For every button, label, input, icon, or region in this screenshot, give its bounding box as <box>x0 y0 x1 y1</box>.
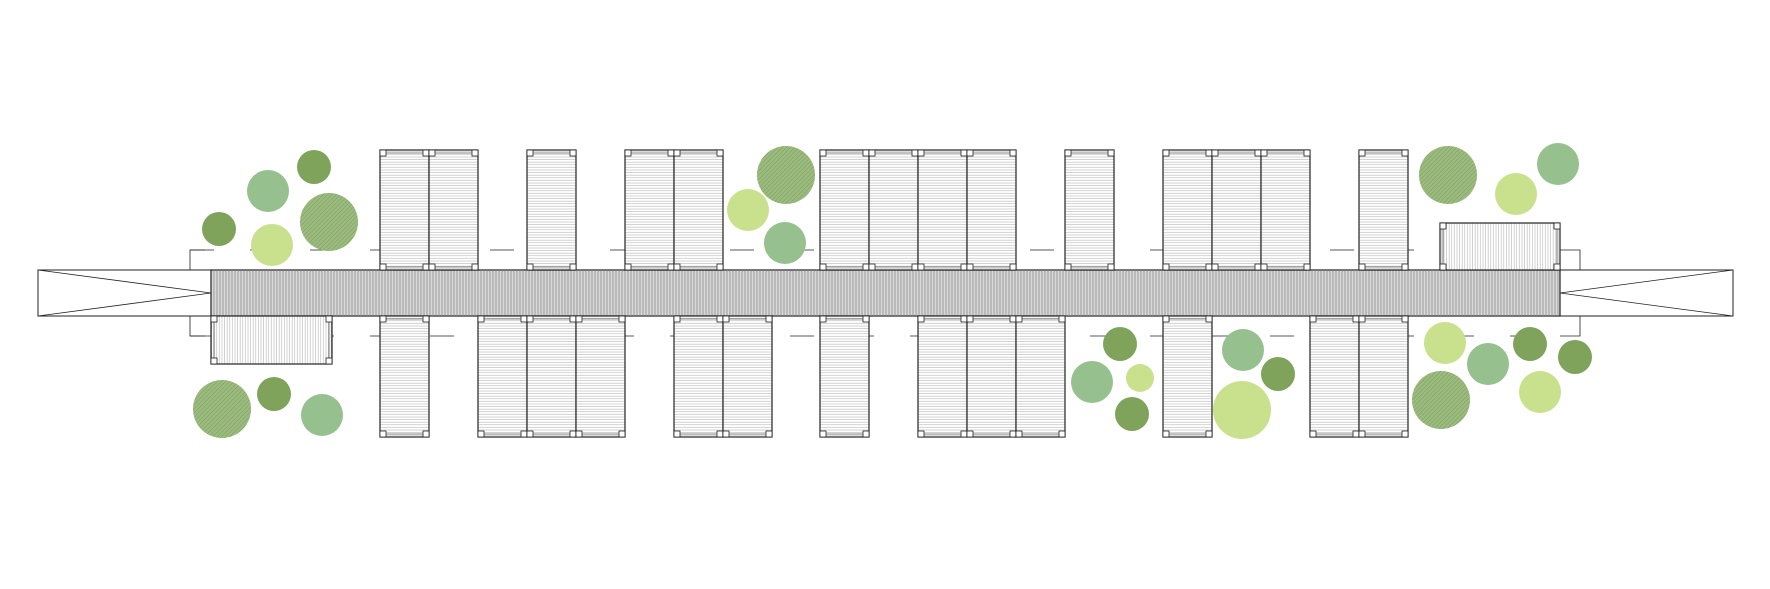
stall-module-bottom <box>1358 315 1409 438</box>
tree-icon <box>251 224 293 266</box>
tree-icon <box>257 377 291 411</box>
stall-module-top <box>624 149 675 271</box>
stall-module-bottom <box>477 315 528 438</box>
wide-stall-modules <box>210 222 1561 365</box>
tree-icon <box>1495 173 1537 215</box>
tree-icon <box>1558 340 1592 374</box>
main-walkway <box>210 269 1561 317</box>
stall-module-top <box>1358 149 1409 271</box>
stall-module-top <box>526 149 577 271</box>
hatched-tree-icon <box>757 146 815 204</box>
stall-modules-bottom-row <box>379 315 1409 438</box>
tree-icon <box>764 222 806 264</box>
stall-module-bottom <box>1015 315 1066 438</box>
hatched-tree-icon <box>1419 146 1477 204</box>
hatched-tree-icon <box>1412 371 1470 429</box>
stall-module-top <box>917 149 968 271</box>
tree-icon <box>1467 343 1509 385</box>
stall-module-bottom <box>1309 315 1360 438</box>
tree-icon <box>1115 397 1149 431</box>
stall-module-top <box>1162 149 1213 271</box>
stall-module-top <box>1064 149 1115 271</box>
stall-module-top <box>819 149 870 271</box>
stall-module-top <box>868 149 919 271</box>
stall-module-top <box>1260 149 1311 271</box>
tree-icon <box>297 150 331 184</box>
tree-icon <box>1071 361 1113 403</box>
tree-icon <box>1213 381 1271 439</box>
stall-module-bottom <box>1162 315 1213 438</box>
tree-icon <box>1537 143 1579 185</box>
stall-modules-top-row <box>379 149 1409 271</box>
stall-module-bottom <box>819 315 870 438</box>
tree-icon <box>1261 357 1295 391</box>
stall-module-bottom <box>722 315 773 438</box>
stall-module-bottom <box>966 315 1017 438</box>
stall-module-wide-top-right <box>1439 222 1561 271</box>
tree-icon <box>301 394 343 436</box>
stall-module-bottom <box>917 315 968 438</box>
ramp-left <box>37 269 212 317</box>
stall-module-bottom <box>575 315 626 438</box>
ramp-right <box>1559 269 1734 317</box>
stall-module-bottom <box>379 315 430 438</box>
tree-icon <box>202 212 236 246</box>
tree-icon <box>247 170 289 212</box>
stall-module-wide-bottom-left <box>210 315 333 365</box>
stall-module-top <box>379 149 430 271</box>
hatched-tree-icon <box>193 380 251 438</box>
stall-module-bottom <box>673 315 724 438</box>
tree-icon <box>1519 371 1561 413</box>
stall-module-bottom <box>526 315 577 438</box>
stall-module-top <box>428 149 479 271</box>
tree-icon <box>1424 322 1466 364</box>
stall-module-top <box>673 149 724 271</box>
tree-icon <box>1126 364 1154 392</box>
tree-icon <box>727 189 769 231</box>
tree-icon <box>1513 327 1547 361</box>
stall-module-top <box>1211 149 1262 271</box>
tree-canopies <box>193 143 1592 439</box>
tree-icon <box>1222 329 1264 371</box>
stall-module-top <box>966 149 1017 271</box>
hatched-tree-icon <box>300 193 358 251</box>
tree-icon <box>1103 327 1137 361</box>
